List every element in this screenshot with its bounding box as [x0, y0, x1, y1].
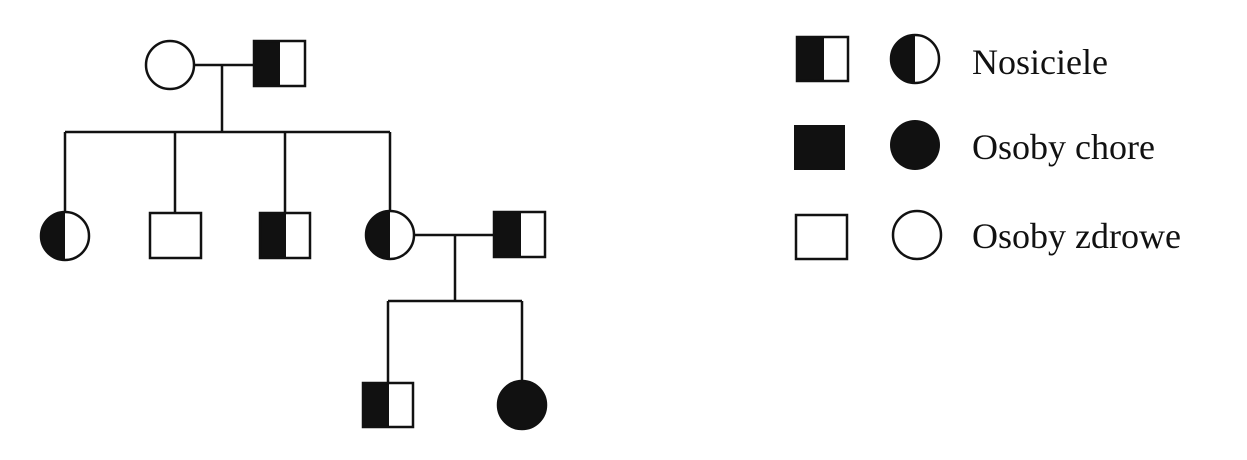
legend-healthy-female-icon	[891, 209, 943, 261]
individual-II-5-carrier-male	[492, 210, 547, 259]
legend-label-carriers: Nosiciele	[972, 42, 1108, 82]
individual-I-1-healthy-female	[144, 39, 196, 91]
individual-II-4-carrier-female	[364, 209, 416, 261]
individual-II-3-carrier-male	[258, 211, 312, 260]
legend-label-affected: Osoby chore	[972, 127, 1155, 167]
legend-affected-female-icon	[890, 120, 940, 170]
legend	[794, 33, 943, 261]
individual-I-2-carrier-male	[252, 39, 307, 88]
individual-III-2-affected-female	[496, 379, 548, 431]
legend-carrier-female-icon	[889, 33, 941, 85]
individual-III-1-carrier-male	[361, 381, 415, 429]
legend-label-healthy: Osoby zdrowe	[972, 216, 1181, 256]
connector-lines	[63, 63, 524, 383]
legend-carrier-male-icon	[795, 35, 850, 83]
legend-affected-male-icon	[794, 125, 845, 170]
individual-II-1-carrier-female	[39, 210, 91, 262]
individual-II-2-healthy-male	[148, 211, 203, 260]
legend-healthy-male-icon	[794, 213, 849, 261]
